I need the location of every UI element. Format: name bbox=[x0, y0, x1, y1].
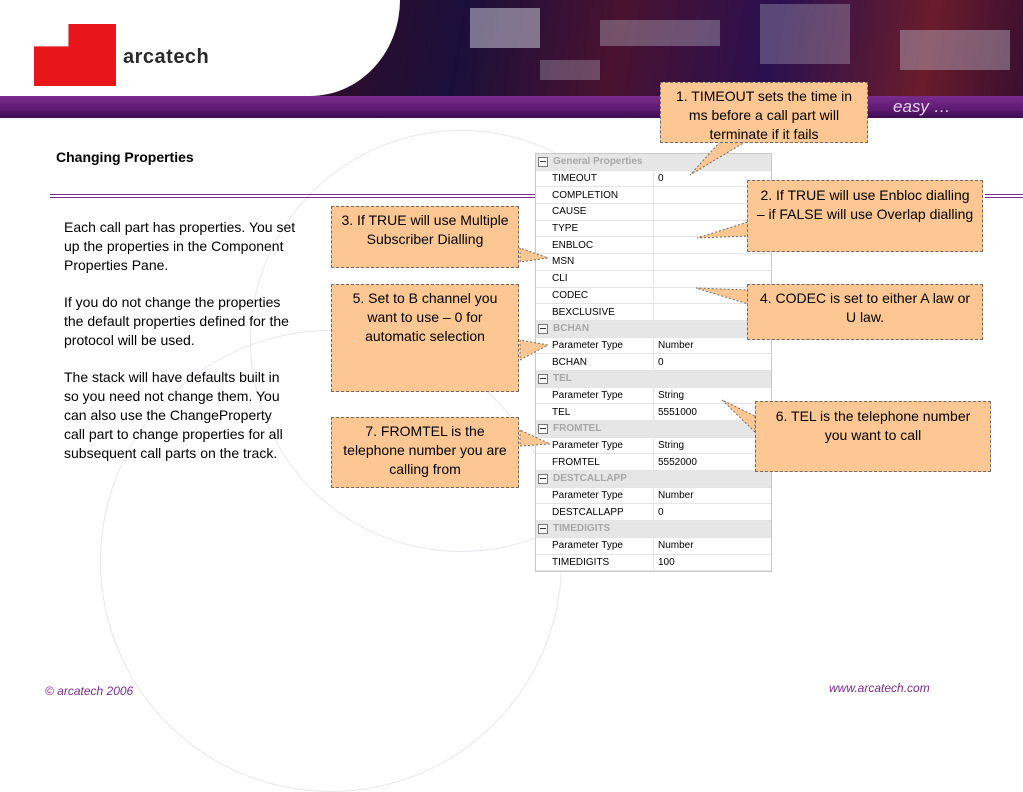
callout-codec: 4. CODEC is set to either A law or U law… bbox=[747, 284, 983, 340]
property-name: COMPLETION bbox=[536, 187, 654, 204]
slide-title: Changing Properties bbox=[56, 149, 194, 165]
body-paragraph: The stack will have defaults built in so… bbox=[64, 369, 283, 461]
collapse-toggle-icon[interactable] bbox=[538, 423, 548, 434]
property-name: Parameter Type bbox=[536, 387, 654, 404]
property-section-label: DESTCALLAPP bbox=[553, 473, 627, 485]
property-name: Parameter Type bbox=[536, 337, 654, 354]
callout-timeout: 1. TIMEOUT sets the time in ms before a … bbox=[660, 82, 868, 143]
property-name: CODEC bbox=[536, 287, 654, 304]
property-row[interactable]: BEXCLUSIVE bbox=[536, 304, 771, 321]
property-section-header[interactable]: TIMEDIGITS bbox=[536, 521, 771, 538]
property-name: Parameter Type bbox=[536, 487, 654, 504]
property-value[interactable]: Number bbox=[658, 490, 694, 502]
tagline: easy … bbox=[893, 97, 951, 116]
property-section-header[interactable]: FROMTEL bbox=[536, 421, 771, 438]
property-value[interactable]: 100 bbox=[658, 556, 675, 568]
property-row[interactable]: TEL 5551000 bbox=[536, 404, 771, 421]
footer-url-link[interactable]: www.arcatech.com bbox=[829, 681, 930, 695]
callout-4-pointer bbox=[695, 287, 749, 305]
property-name: DESTCALLAPP bbox=[536, 504, 654, 521]
property-row[interactable]: Parameter Type Number bbox=[536, 537, 771, 555]
body-paragraph: Each call part has properties. You set u… bbox=[64, 219, 296, 273]
property-row[interactable]: TYPE bbox=[536, 220, 771, 238]
property-row[interactable]: CODEC bbox=[536, 287, 771, 305]
property-name: MSN bbox=[536, 254, 654, 270]
property-name: Parameter Type bbox=[536, 537, 654, 554]
callout-bchan: 5. Set to B channel you want to use – 0 … bbox=[331, 284, 519, 392]
property-value[interactable]: 5552000 bbox=[658, 456, 697, 468]
property-row[interactable]: TIMEDIGITS 100 bbox=[536, 554, 771, 572]
property-row[interactable]: CLI bbox=[536, 270, 771, 288]
property-name: TYPE bbox=[536, 220, 654, 237]
property-name: TEL bbox=[536, 404, 654, 420]
property-section-header[interactable]: BCHAN bbox=[536, 320, 771, 338]
body-text: Each call part has properties. You set u… bbox=[64, 218, 296, 481]
callout-tel: 6. TEL is the telephone number you want … bbox=[755, 401, 991, 472]
divider bbox=[985, 197, 1023, 198]
property-section-header[interactable]: DESTCALLAPP bbox=[536, 471, 771, 488]
property-row[interactable]: Parameter Type String bbox=[536, 387, 771, 405]
callout-1-pointer bbox=[689, 141, 747, 176]
divider bbox=[50, 194, 535, 195]
property-name: TIMEOUT bbox=[536, 170, 654, 187]
property-section-label: TIMEDIGITS bbox=[553, 523, 611, 535]
divider bbox=[50, 197, 535, 198]
property-row[interactable]: Parameter Type Number bbox=[536, 487, 771, 505]
property-name: BCHAN bbox=[536, 354, 654, 370]
property-name: ENBLOC bbox=[536, 237, 654, 254]
collapse-toggle-icon[interactable] bbox=[538, 373, 548, 384]
callout-2-pointer bbox=[696, 221, 749, 239]
property-row[interactable]: Parameter Type String bbox=[536, 437, 771, 455]
property-value[interactable]: String bbox=[658, 440, 685, 452]
property-name: TIMEDIGITS bbox=[536, 554, 654, 571]
property-value[interactable]: 0 bbox=[658, 356, 664, 368]
callout-7-pointer bbox=[519, 429, 551, 447]
collapse-toggle-icon[interactable] bbox=[538, 523, 548, 534]
property-value[interactable]: Number bbox=[658, 339, 694, 351]
callout-msn: 3. If TRUE will use Multiple Subscriber … bbox=[331, 206, 519, 268]
callout-3-pointer bbox=[519, 247, 549, 263]
property-name: BEXCLUSIVE bbox=[536, 304, 654, 320]
footer-copyright: © arcatech 2006 bbox=[45, 684, 134, 698]
property-row[interactable]: TIMEOUT 0 bbox=[536, 170, 771, 188]
callout-5-pointer bbox=[519, 339, 550, 361]
property-row[interactable]: CAUSE bbox=[536, 204, 771, 221]
collapse-toggle-icon[interactable] bbox=[538, 473, 548, 484]
property-value[interactable]: Number bbox=[658, 540, 694, 552]
property-row[interactable]: BCHAN 0 bbox=[536, 354, 771, 371]
property-row[interactable]: MSN bbox=[536, 254, 771, 271]
property-value[interactable]: String bbox=[658, 389, 685, 401]
property-row[interactable]: Parameter Type Number bbox=[536, 337, 771, 355]
property-name: CAUSE bbox=[536, 204, 654, 220]
callout-6-pointer bbox=[721, 399, 756, 434]
property-value[interactable]: 0 bbox=[658, 173, 664, 185]
divider bbox=[985, 194, 1023, 195]
property-name: FROMTEL bbox=[536, 454, 654, 471]
callout-pointers bbox=[519, 141, 756, 447]
property-name: CLI bbox=[536, 270, 654, 287]
property-row[interactable]: DESTCALLAPP 0 bbox=[536, 504, 771, 522]
property-value[interactable]: 0 bbox=[658, 506, 664, 518]
property-value[interactable]: 5551000 bbox=[658, 406, 697, 418]
body-paragraph: If you do not change the properties the … bbox=[64, 294, 289, 348]
collapse-toggle-icon[interactable] bbox=[538, 323, 548, 334]
logo-text: arcatech bbox=[123, 46, 210, 68]
property-section-label: General Properties bbox=[553, 156, 643, 168]
collapse-toggle-icon[interactable] bbox=[538, 156, 548, 167]
property-section-label: TEL bbox=[553, 373, 572, 385]
logo-panel: arcatech bbox=[0, 0, 400, 96]
property-row[interactable]: ENBLOC bbox=[536, 237, 771, 255]
callout-enbloc: 2. If TRUE will use Enbloc dialling – if… bbox=[747, 180, 983, 252]
property-row[interactable]: FROMTEL 5552000 bbox=[536, 454, 771, 472]
callout-fromtel: 7. FROMTEL is the telephone number you a… bbox=[331, 417, 519, 488]
property-section-header[interactable]: TEL bbox=[536, 370, 771, 388]
property-row[interactable]: COMPLETION bbox=[536, 187, 771, 205]
property-name: Parameter Type bbox=[536, 437, 654, 454]
property-section-label: BCHAN bbox=[553, 323, 590, 335]
property-section-label: FROMTEL bbox=[553, 423, 602, 435]
